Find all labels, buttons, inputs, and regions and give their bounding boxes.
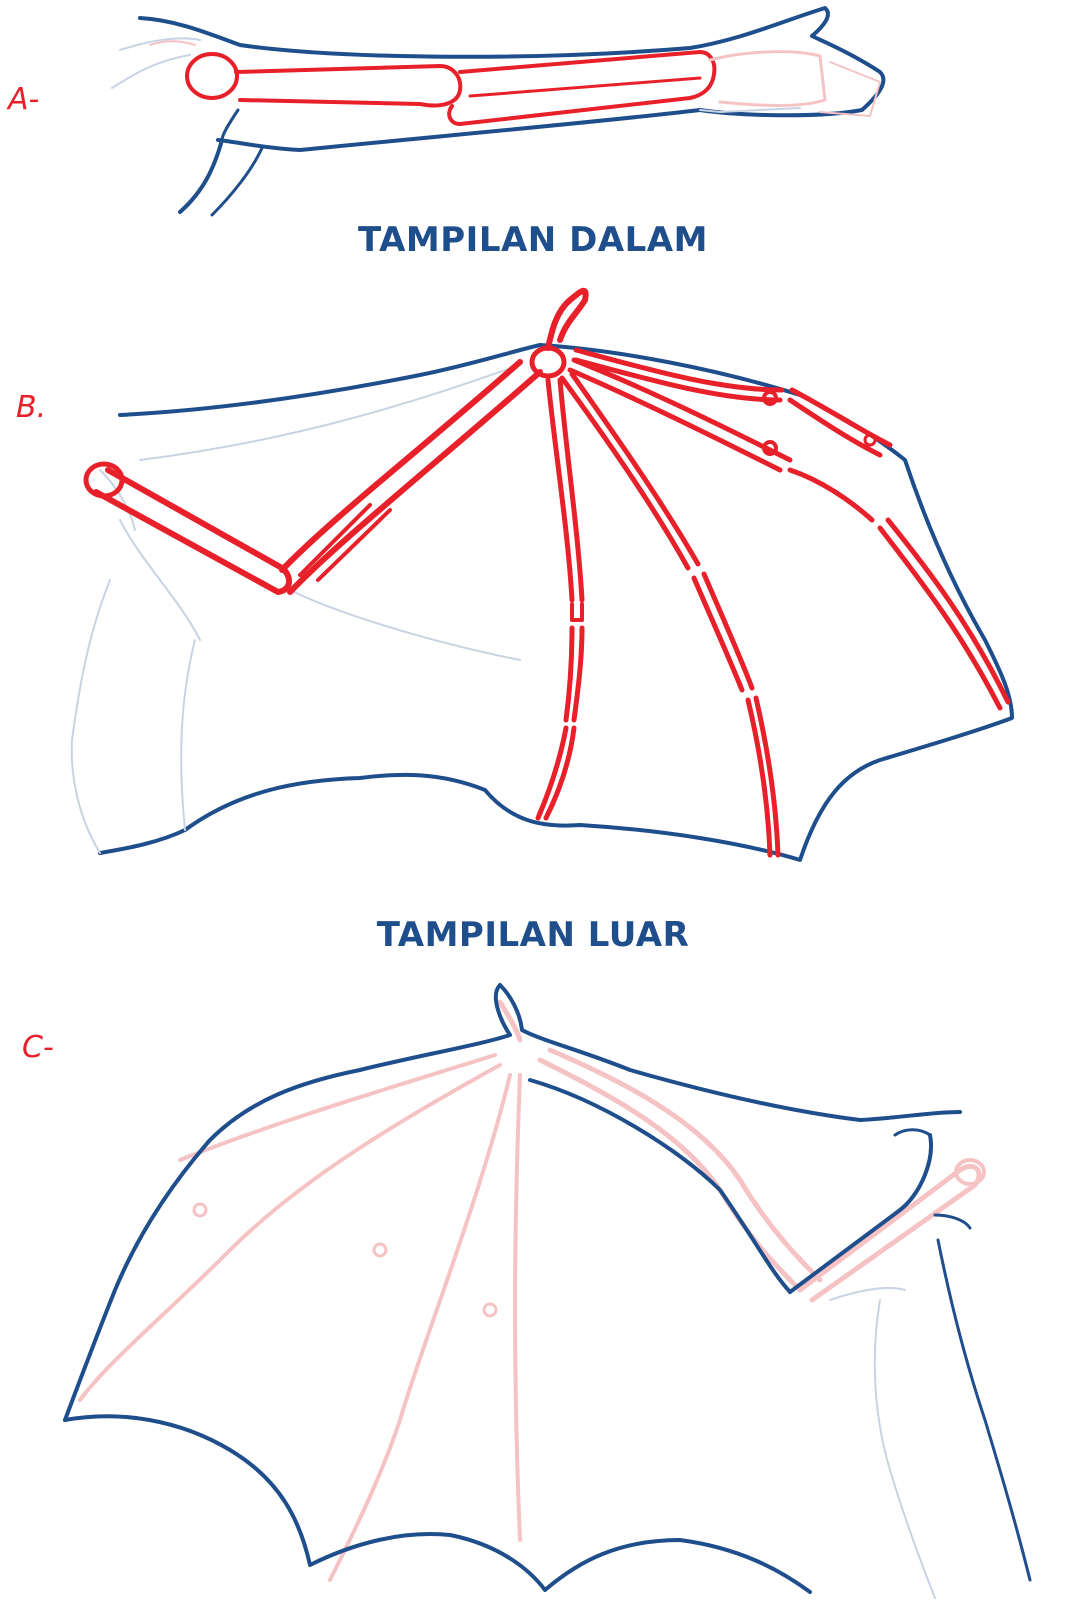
panel-b-finger-bones xyxy=(535,347,1011,858)
panel-c-membrane-outline xyxy=(63,983,1032,1599)
heading-inner-view: TAMPILAN DALAM xyxy=(358,220,708,260)
panel-a-bones xyxy=(149,40,881,126)
panel-b-inner-view xyxy=(70,287,1014,862)
panel-label-c: C- xyxy=(22,1030,54,1065)
panel-c-faded-bones xyxy=(78,999,986,1582)
heading-outer-view: TAMPILAN LUAR xyxy=(376,915,690,955)
panel-a-folded-wing xyxy=(111,6,886,217)
panel-b-membrane-outline xyxy=(70,343,1014,862)
panel-b-arm-bones xyxy=(83,287,589,595)
panel-c-outer-view xyxy=(63,983,1032,1599)
panel-label-a: A- xyxy=(8,82,40,117)
panel-label-b: B. xyxy=(16,390,47,425)
panel-a-outline xyxy=(111,6,886,217)
